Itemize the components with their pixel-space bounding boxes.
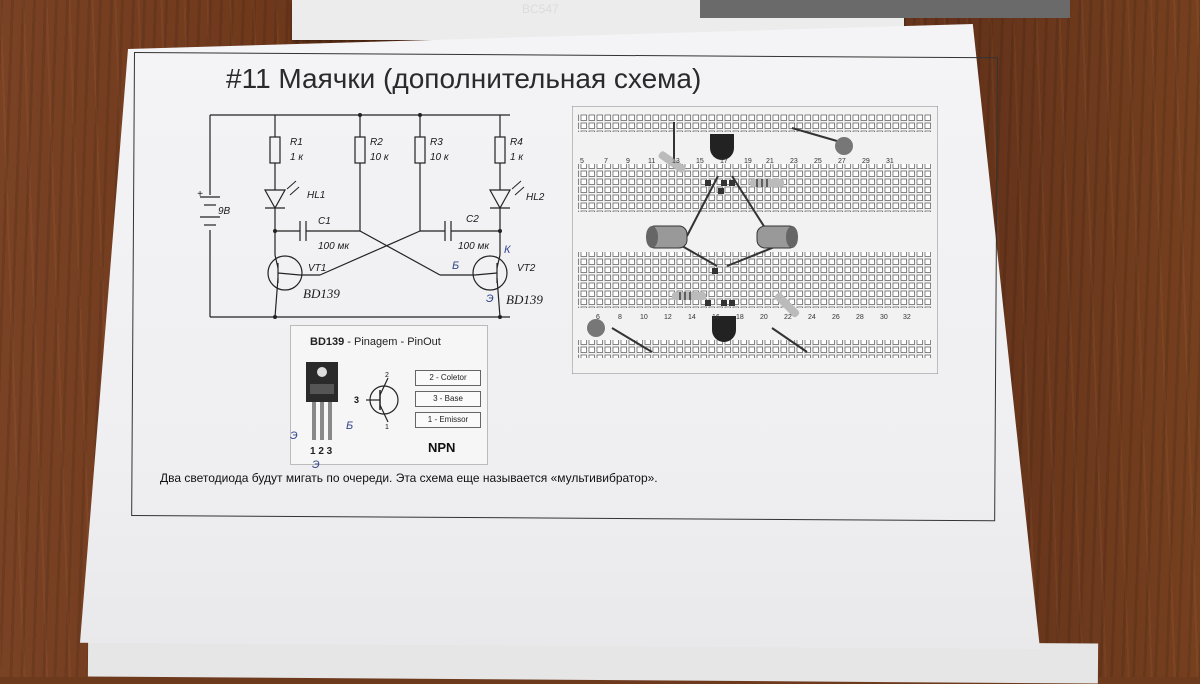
bb-num: 12 xyxy=(664,314,672,321)
handwritten-mark: Э xyxy=(312,459,320,471)
bb-num: 17 xyxy=(720,158,728,165)
bb-num: 27 xyxy=(838,158,846,165)
r1-value: 1 к xyxy=(290,152,304,163)
bb-num: 31 xyxy=(886,158,894,165)
r3-name: R3 xyxy=(430,137,443,148)
c2-name: C2 xyxy=(466,214,479,225)
bb-num: 19 xyxy=(744,158,752,165)
r4-name: R4 xyxy=(510,137,523,148)
npn-symbol: 3 2 1 xyxy=(354,372,399,430)
pin-collector: 2 - Coletor xyxy=(415,370,481,386)
pinout-heading: BD139 - Pinagem - PinOut xyxy=(310,336,441,348)
pin-emitter: 1 - Emissor xyxy=(415,412,481,428)
hl2-label: HL2 xyxy=(526,192,545,203)
bb-num: 30 xyxy=(880,314,888,321)
page-caption: Два светодиода будут мигать по очереди. … xyxy=(160,471,658,485)
r4-value: 1 к xyxy=(510,152,524,163)
handwritten-mark: Э xyxy=(486,293,494,305)
bb-num: 11 xyxy=(648,158,656,165)
bb-num: 24 xyxy=(808,314,816,321)
handwritten-mark: Б xyxy=(452,260,460,272)
svg-text:2: 2 xyxy=(385,372,389,379)
bb-num: 14 xyxy=(688,314,696,321)
transistor-photo xyxy=(306,362,338,440)
circuit-schematic xyxy=(200,113,525,319)
svg-text:1: 1 xyxy=(385,424,389,430)
bb-num: 9 xyxy=(626,158,630,165)
breadboard-diagram xyxy=(572,106,938,374)
svg-text:3: 3 xyxy=(354,395,359,405)
vt2-label: VT2 xyxy=(517,263,536,274)
back-sheet-label: BC547 xyxy=(522,2,559,16)
bb-num: 8 xyxy=(618,314,622,321)
c1-name: C1 xyxy=(318,216,331,227)
bb-num: 16 xyxy=(712,314,720,321)
bb-num: 18 xyxy=(736,314,744,321)
bb-num: 15 xyxy=(696,158,704,165)
pin-numbers: 1 2 3 xyxy=(310,446,333,457)
bb-num: 6 xyxy=(596,314,600,321)
battery-label: 9В xyxy=(218,206,231,217)
hl1-label: HL1 xyxy=(307,190,326,201)
bb-num: 21 xyxy=(766,158,774,165)
bb-num: 32 xyxy=(903,314,911,321)
pinout-model: BD139 xyxy=(310,336,345,348)
r1-name: R1 xyxy=(290,137,303,148)
page-title: #11 Маячки (дополнительная схема) xyxy=(226,63,702,94)
bb-num: 7 xyxy=(604,158,608,165)
pinout-heading-rest: - Pinagem - PinOut xyxy=(344,336,441,348)
bb-num: 20 xyxy=(760,314,768,321)
transistor-type: NPN xyxy=(428,440,456,455)
r2-value: 10 к xyxy=(370,152,389,163)
battery-plus: + xyxy=(197,189,203,200)
c2-value: 100 мк xyxy=(458,241,490,252)
handwritten-mark: Э xyxy=(290,430,298,442)
handwritten-mark: К xyxy=(504,244,511,256)
back-sheet-image xyxy=(700,0,1070,18)
vt1-model: BD139 xyxy=(303,286,340,301)
bb-num: 26 xyxy=(832,314,840,321)
bb-num: 5 xyxy=(580,158,584,165)
r3-value: 10 к xyxy=(430,152,449,163)
handwritten-mark: Б xyxy=(346,420,354,432)
bb-num: 22 xyxy=(784,314,792,321)
r2-name: R2 xyxy=(370,137,383,148)
bb-num: 29 xyxy=(862,158,870,165)
c1-value: 100 мк xyxy=(318,241,350,252)
bb-num: 10 xyxy=(640,314,648,321)
bb-num: 13 xyxy=(672,158,680,165)
vt1-label: VT1 xyxy=(308,263,327,274)
bb-num: 25 xyxy=(814,158,822,165)
vt2-model: BD139 xyxy=(506,292,543,307)
bb-num: 23 xyxy=(790,158,798,165)
bb-num: 28 xyxy=(856,314,864,321)
pin-base: 3 - Base xyxy=(415,391,481,407)
